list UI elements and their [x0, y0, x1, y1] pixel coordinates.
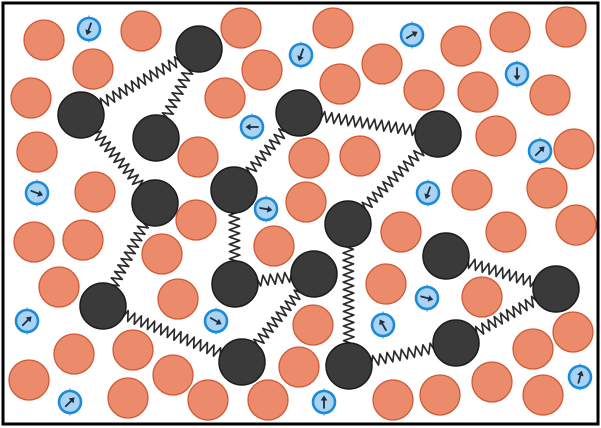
- tracer-particle-icon: [569, 364, 591, 391]
- solvent-molecule-icon: [556, 205, 596, 245]
- solvent-molecule-icon: [121, 11, 161, 51]
- solvent-molecule-icon: [254, 226, 294, 266]
- solvent-molecule-icon: [142, 234, 182, 274]
- solvent-molecule-icon: [313, 8, 353, 48]
- network-node-icon: [176, 26, 222, 72]
- solvent-molecule-icon: [553, 312, 593, 352]
- network-node-icon: [133, 115, 179, 161]
- solvent-molecule-icon: [221, 8, 261, 48]
- tracer-particle-icon: [506, 61, 528, 88]
- solvent-molecule-icon: [452, 170, 492, 210]
- network-node-icon: [415, 111, 461, 157]
- solvent-molecule-icon: [366, 264, 406, 304]
- solvent-molecule-icon: [24, 20, 64, 60]
- solvent-molecule-icon: [381, 212, 421, 252]
- network-node-icon: [211, 167, 257, 213]
- solvent-molecule-icon: [530, 75, 570, 115]
- network-node-icon: [325, 201, 371, 247]
- solvent-molecule-icon: [9, 360, 49, 400]
- solvent-molecule-icon: [205, 78, 245, 118]
- solvent-molecule-icon: [362, 44, 402, 84]
- solvent-molecule-icon: [523, 375, 563, 415]
- tracer-particle-icon: [241, 114, 263, 141]
- solvent-molecule-icon: [340, 136, 380, 176]
- solvent-molecule-icon: [490, 12, 530, 52]
- solvent-molecule-icon: [286, 182, 326, 222]
- network-node-icon: [212, 261, 258, 307]
- network-node-icon: [423, 233, 469, 279]
- solvent-molecule-icon: [320, 64, 360, 104]
- network-node-icon: [219, 339, 265, 385]
- solvent-molecule-icon: [441, 26, 481, 66]
- solvent-molecule-icon: [108, 378, 148, 418]
- network-node-icon: [291, 251, 337, 297]
- solvent-molecule-icon: [420, 375, 460, 415]
- network-node-icon: [80, 283, 126, 329]
- tracer-particle-icon: [78, 16, 100, 43]
- tracer-particle-icon: [372, 312, 394, 339]
- solvent-molecule-icon: [158, 279, 198, 319]
- tracer-particle-icon: [529, 138, 551, 165]
- solvent-molecule-icon: [75, 172, 115, 212]
- solvent-molecule-icon: [527, 168, 567, 208]
- solvent-molecule-icon: [248, 380, 288, 420]
- solvent-molecule-icon: [11, 78, 51, 118]
- solvent-molecule-icon: [176, 200, 216, 240]
- solvent-molecule-icon: [17, 132, 57, 172]
- solvent-molecule-icon: [462, 277, 502, 317]
- solvent-molecule-icon: [476, 116, 516, 156]
- tracer-particle-icon: [416, 285, 438, 312]
- tracer-particle-icon: [205, 308, 227, 335]
- solvent-molecule-icon: [404, 70, 444, 110]
- solvent-molecule-icon: [373, 380, 413, 420]
- tracer-particle-icon: [255, 196, 277, 223]
- solvent-molecule-icon: [472, 362, 512, 402]
- solvent-molecule-icon: [54, 334, 94, 374]
- tracer-particle-icon: [401, 22, 423, 49]
- solvent-molecule-icon: [513, 329, 553, 369]
- network-node-icon: [533, 266, 579, 312]
- solvent-molecule-icon: [289, 138, 329, 178]
- solvent-molecule-icon: [113, 330, 153, 370]
- network-node-icon: [433, 320, 479, 366]
- solvent-molecule-icon: [279, 347, 319, 387]
- solvent-molecule-icon: [178, 137, 218, 177]
- solvent-molecule-icon: [293, 305, 333, 345]
- solvent-molecule-icon: [188, 380, 228, 420]
- solvent-molecule-icon: [153, 355, 193, 395]
- tracer-particle-icon: [59, 389, 81, 416]
- network-node-icon: [276, 90, 322, 136]
- solvent-molecule-icon: [546, 7, 586, 47]
- solvent-molecule-icon: [14, 222, 54, 262]
- solvent-molecule-icon: [458, 72, 498, 112]
- solvent-molecule-icon: [63, 220, 103, 260]
- solvent-molecule-icon: [242, 50, 282, 90]
- tracer-particle-icon: [26, 180, 48, 207]
- network-node-icon: [58, 92, 104, 138]
- tracer-particle-icon: [417, 180, 439, 207]
- tracer-particle-icon: [313, 389, 335, 416]
- solvent-molecule-icon: [486, 212, 526, 252]
- network-node-icon: [132, 180, 178, 226]
- tracer-particle-icon: [290, 42, 312, 69]
- solvent-molecule-icon: [554, 129, 594, 169]
- tracer-particle-icon: [16, 308, 38, 335]
- solvent-molecule-icon: [39, 267, 79, 307]
- solvent-molecule-icon: [73, 49, 113, 89]
- network-node-icon: [326, 343, 372, 389]
